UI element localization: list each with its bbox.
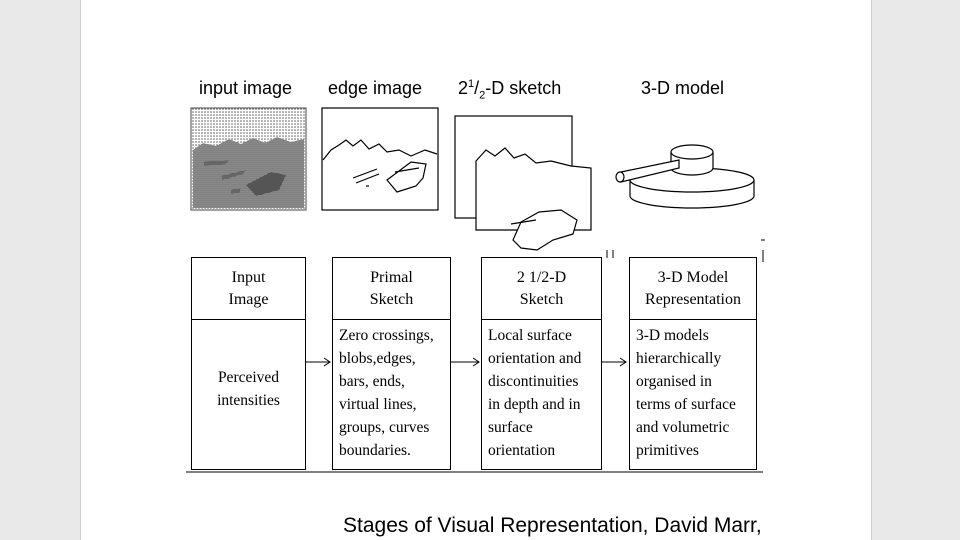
stage-description: Perceived intensities (217, 369, 280, 409)
connector-arrows (186, 357, 763, 473)
edge-image-picture (321, 107, 439, 211)
stage-description: Zero crossings, blobs,edges, bars, ends,… (339, 327, 434, 459)
stage-description: 3-D models hierarchically organised in t… (636, 327, 736, 459)
label-input-image: input image (199, 78, 293, 98)
sketch-2half-d-picture (454, 115, 765, 262)
label-edge-image: edge image (328, 78, 423, 98)
stage-title: Primal Sketch (333, 258, 450, 320)
illustrations (186, 107, 765, 473)
stage-box-3d-model: 3-D Model Representation 3-D models hier… (629, 257, 757, 470)
slide: input image edge image 21/2-D sketch 3-D… (80, 0, 872, 540)
stage-description: Local surface orientation and discontinu… (488, 327, 582, 459)
3d-model-picture (615, 144, 755, 209)
stage-title: 2 1/2-D Sketch (482, 258, 601, 320)
label-3d-model: 3-D model (641, 78, 725, 98)
stage-box-primal-sketch: Primal Sketch Zero crossings, blobs,edge… (332, 257, 451, 470)
figure-caption: Stages of Visual Representation, David M… (343, 514, 762, 537)
input-image-picture (190, 107, 307, 211)
label-sketch: 21/2-D sketch (458, 78, 562, 102)
stage-box-input: Input Image Perceived intensities (191, 257, 306, 470)
stage-title: 3-D Model Representation (630, 258, 756, 320)
stage-box-2half-d-sketch: 2 1/2-D Sketch Local surface orientation… (481, 257, 602, 470)
stage-title: Input Image (192, 258, 305, 320)
